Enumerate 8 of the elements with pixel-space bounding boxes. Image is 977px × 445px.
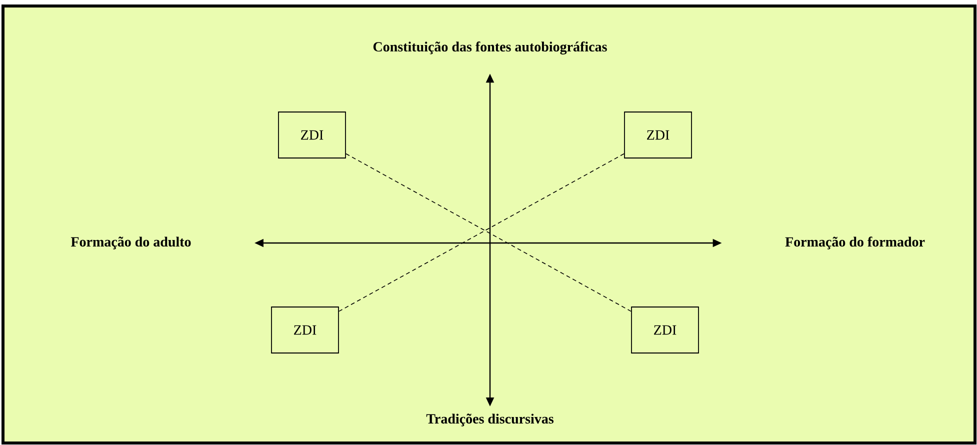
axis-label: Formação do formador <box>785 236 925 250</box>
axis-label: Constituição das fontes autobiográficas <box>373 42 607 54</box>
zdi-box: ZDI <box>271 306 339 354</box>
axis-label: Tradições discursivas <box>426 414 554 426</box>
zdi-box: ZDI <box>624 112 692 158</box>
axis-label: Formação do adulto <box>70 236 191 250</box>
zdi-box: ZDI <box>631 306 699 354</box>
zdi-box: ZDI <box>278 112 346 158</box>
